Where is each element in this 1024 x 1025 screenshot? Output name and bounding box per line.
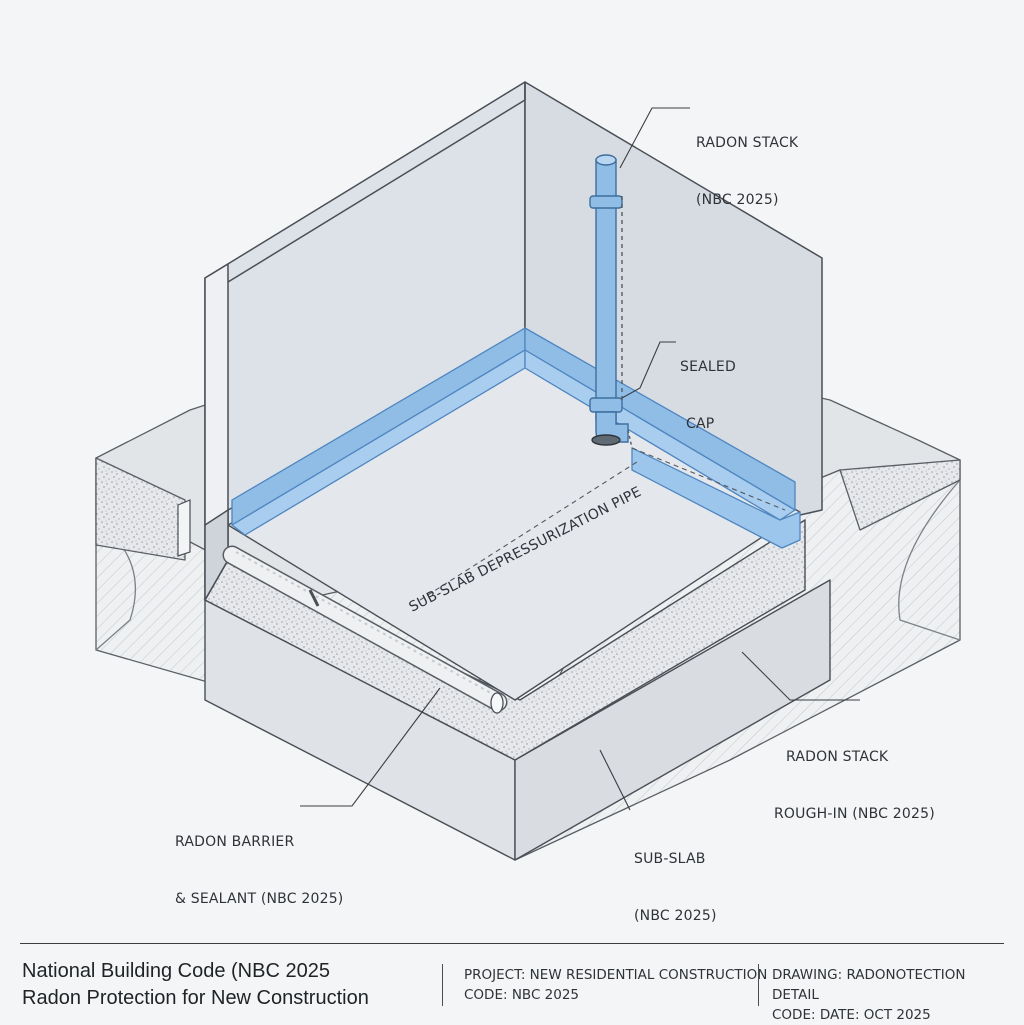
drawing-title: National Building Code (NBC 2025 Radon P… [22,958,369,1012]
drawing-title-line2: Radon Protection for New Construction [22,987,369,1009]
sub-slab-label-line1: SUB-SLAB [634,851,706,867]
title-block: National Building Code (NBC 2025 Radon P… [20,943,1004,1023]
drawing-info: DRAWING: RADONOTECTION DETAIL CODE: DATE… [772,965,1004,1025]
project-line: PROJECT: NEW RESIDENTIAL CONSTRUCTION [464,967,768,983]
radon-stack-pipe [589,154,633,449]
radon-stack-label-line2: (NBC 2025) [696,192,779,208]
sub-slab-label-line2: (NBC 2025) [634,908,717,924]
sealed-cap-label: SEALED CAP [680,320,736,453]
radon-stack-label: RADON STACK (NBC 2025) [696,96,798,229]
sub-slab-label: SUB-SLAB (NBC 2025) [634,812,717,945]
rough-in-label-line1: RADON STACK [786,749,889,765]
radon-barrier-label-line1: RADON BARRIER [175,834,295,850]
sealed-cap-label-line2: CAP [686,416,715,432]
radon-stack-label-line1: RADON STACK [696,135,799,151]
radon-barrier-strip [231,327,801,549]
code-line: CODE: NBC 2025 [464,987,580,1003]
leader-lines [300,107,860,811]
hidden-lines [419,447,786,601]
slab-front [204,519,831,861]
sub-slab-pipe [177,499,508,714]
drawing-line: DRAWING: RADONOTECTION DETAIL [772,967,966,1003]
radon-barrier-label: RADON BARRIER & SEALANT (NBC 2025) [175,795,343,928]
sealed-cap-label-line1: SEALED [680,359,736,375]
rough-in-label: RADON STACK ROUGH-IN (NBC 2025) [774,710,935,843]
title-divider-1 [442,964,444,1006]
title-divider-2 [758,964,760,1006]
project-info: PROJECT: NEW RESIDENTIAL CONSTRUCTION CO… [464,965,767,1005]
drawing-title-line1: National Building Code (NBC 2025 [22,960,330,982]
rough-in-label-line2: ROUGH-IN (NBC 2025) [774,806,935,822]
date-line: CODE: DATE: OCT 2025 [772,1007,931,1023]
radon-barrier-label-line2: & SEALANT (NBC 2025) [175,891,344,907]
radon-isometric-drawing: SUB-SLAB DEPRESSURIZATION PIPE [95,81,961,861]
